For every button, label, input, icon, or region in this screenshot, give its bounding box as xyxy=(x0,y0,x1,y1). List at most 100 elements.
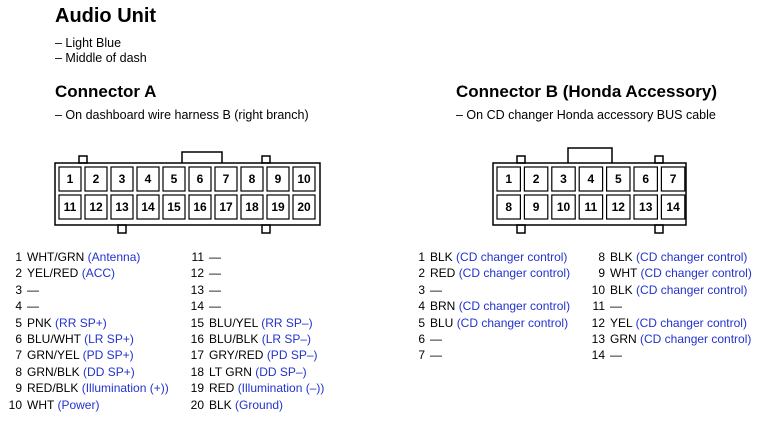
pin-function: (RR SP–) xyxy=(261,315,313,330)
connector-b-tab xyxy=(516,155,526,164)
connector-b-pin-number: 6 xyxy=(642,172,649,186)
pin-row: 9 WHT (CD changer control) xyxy=(583,265,752,281)
pin-function: (CD changer control) xyxy=(635,315,747,330)
connector-a-pin-number: 2 xyxy=(93,172,100,186)
connector-a-pin-cell xyxy=(58,166,82,192)
pin-number: 11 xyxy=(191,250,204,264)
pin-number: 2 xyxy=(418,266,425,281)
connector-b-pin-cell xyxy=(496,166,521,192)
connector-b-pin-cell xyxy=(660,194,686,220)
connector-a-pin-number: 18 xyxy=(245,200,259,214)
connector-b-tab xyxy=(516,224,526,234)
pin-number: 17 xyxy=(190,348,204,363)
wire-color: GRY/RED xyxy=(209,348,264,363)
pin-row: 6— xyxy=(403,331,442,347)
pin-number: 5 xyxy=(15,315,22,330)
connector-a-pin-number: 10 xyxy=(297,172,311,186)
pin-number: 11 xyxy=(592,299,605,314)
connector-b-latch xyxy=(567,147,613,163)
connector-b-pin-cell xyxy=(496,194,521,220)
pin-row: 4— xyxy=(0,298,39,314)
connector-a-pin-cell xyxy=(266,194,290,220)
connector-b-title: Connector B (Honda Accessory) xyxy=(456,82,718,101)
connector-b-pin-cell xyxy=(551,194,576,220)
pin-row: 1 BLK (CD changer control) xyxy=(403,249,567,265)
connector-a-pin-number: 15 xyxy=(167,200,181,214)
pin-function: (DD SP+) xyxy=(83,364,135,379)
pin-number: 20 xyxy=(190,397,204,412)
pin-function: (CD changer control) xyxy=(636,250,748,264)
wire-color: — xyxy=(610,299,622,314)
wire-color: RED xyxy=(209,381,235,396)
wire-color: — xyxy=(610,348,622,363)
wire-color: BLU/YEL xyxy=(209,315,258,330)
connector-b-pin-number: 7 xyxy=(670,172,677,186)
pin-number: 2 xyxy=(15,266,22,281)
pin-number: 19 xyxy=(190,381,204,396)
connector-b-tab xyxy=(654,224,664,234)
pin-number: 1 xyxy=(418,250,425,264)
pin-function: (LR SP+) xyxy=(84,332,134,346)
connector-b-pin-cell xyxy=(523,166,549,192)
pin-number: 10 xyxy=(8,397,22,412)
pin-row: 14— xyxy=(583,347,622,363)
wire-color: BLU/WHT xyxy=(27,332,81,346)
pin-function: (Illumination (–)) xyxy=(237,381,325,396)
pin-function: (Power) xyxy=(57,397,100,412)
pin-number: 16 xyxy=(190,332,204,346)
pin-function: (CD changer control) xyxy=(640,266,752,281)
connector-a-pin-number: 19 xyxy=(271,200,285,214)
pin-row: 19 RED (Illumination (–)) xyxy=(182,380,325,396)
wire-color: WHT/GRN xyxy=(27,250,85,264)
connector-b-pin-cell xyxy=(523,194,549,220)
connector-b-pin-number: 8 xyxy=(505,200,512,214)
pin-number: 9 xyxy=(598,266,605,281)
wire-color: BLK xyxy=(610,250,633,264)
connector-a-pin-cell xyxy=(84,194,108,220)
connector-a-housing xyxy=(54,162,321,226)
connector-b-pin-cell xyxy=(633,166,658,192)
connector-a-latch xyxy=(181,151,223,163)
wire-color: PNK xyxy=(27,315,52,330)
connector-a-pin-cell xyxy=(188,166,212,192)
connector-a-pin-cell xyxy=(292,194,316,220)
connector-a-pin-cell xyxy=(266,166,290,192)
connector-b-tab xyxy=(654,155,664,164)
connector-b-pin-number: 4 xyxy=(588,172,595,186)
pin-row: 7— xyxy=(403,347,442,363)
pin-number: 13 xyxy=(591,332,605,346)
connector-a-tab xyxy=(78,155,88,164)
connector-b-pin-number: 14 xyxy=(666,200,680,214)
wire-color: — xyxy=(209,299,221,314)
connector-a-pin-cell xyxy=(136,194,160,220)
wire-color: — xyxy=(27,299,39,314)
pin-number: 4 xyxy=(418,299,425,314)
connector-b-pin-number: 3 xyxy=(560,172,567,186)
pin-number: 18 xyxy=(190,364,204,379)
connector-a-tab xyxy=(117,224,127,234)
pin-number: 5 xyxy=(418,315,425,330)
pin-number: 12 xyxy=(591,315,605,330)
pin-function: (LR SP–) xyxy=(261,332,312,346)
wire-color: BLK xyxy=(430,250,453,264)
pin-number: 9 xyxy=(15,381,22,396)
connector-b-pin-number: 2 xyxy=(533,172,540,186)
wire-color: WHT xyxy=(610,266,638,281)
wire-color: — xyxy=(430,282,442,297)
connector-a-pin-cell xyxy=(214,194,238,220)
connector-b-pin-number: 13 xyxy=(639,200,653,214)
wire-color: YEL xyxy=(610,315,633,330)
pin-row: 3— xyxy=(403,282,442,298)
connector-b-pin-number: 10 xyxy=(557,200,571,214)
pin-function: (CD changer control) xyxy=(456,315,569,330)
pin-function: (CD changer control) xyxy=(456,250,568,264)
wire-color: BLU xyxy=(430,315,454,330)
